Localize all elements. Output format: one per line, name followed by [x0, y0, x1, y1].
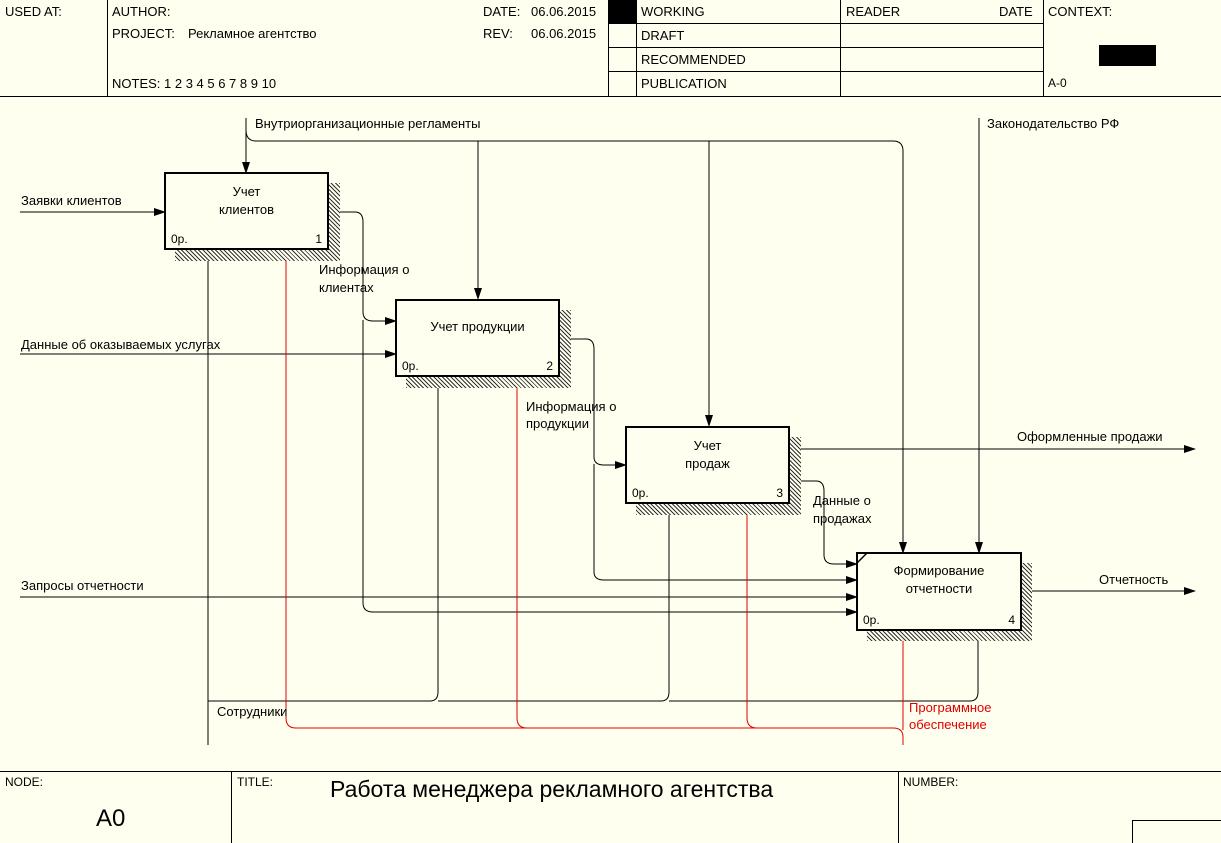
box-number: 4 [1008, 613, 1015, 627]
context-node: A-0 [1048, 76, 1067, 90]
date-label: DATE: [483, 4, 521, 19]
author-label: AUTHOR: [112, 4, 171, 19]
working-marker [609, 0, 636, 23]
arrow-label-otchetnost[interactable]: Отчетность [1099, 572, 1169, 587]
node-label: NODE: [5, 775, 44, 789]
rev-value: 06.06.2015 [531, 26, 597, 41]
status-publication: PUBLICATION [641, 76, 727, 91]
number-label: NUMBER: [903, 775, 959, 789]
arrow-label-info-produkcii[interactable]: продукции [526, 416, 589, 431]
box-title-line: Формирование [893, 563, 985, 578]
box-number: 1 [315, 232, 322, 246]
box-title-line: отчетности [905, 581, 973, 596]
arrow-label-info-produkcii[interactable]: Информация о [526, 399, 617, 414]
status-recommended: RECOMMENDED [641, 52, 746, 67]
project-label: PROJECT: [112, 26, 175, 41]
red-arrows [282, 249, 907, 745]
arrow-label-reglamenty[interactable]: Внутриорганизационные регламенты [255, 116, 481, 131]
rev-label: REV: [483, 26, 513, 41]
box-cost: 0р. [402, 359, 419, 373]
arrow-label-oformlennye[interactable]: Оформленные продажи [1017, 429, 1163, 444]
node-value: A0 [96, 805, 126, 832]
activity-box-1[interactable]: Учет клиентов 0р. 1 [164, 172, 329, 250]
context-label: CONTEXT: [1048, 4, 1113, 19]
reader-label: READER [846, 4, 901, 19]
arrow-label-info-klienty[interactable]: Информация о [319, 262, 410, 277]
box-title-line: клиентов [218, 202, 275, 217]
arrow-label-sotrudniki[interactable]: Сотрудники [217, 704, 288, 719]
arrow-label-po[interactable]: обеспечение [909, 717, 987, 732]
box-cost: 0р. [632, 486, 649, 500]
black-arrows [20, 118, 1196, 745]
activity-box-2[interactable]: Учет продукции 0р. 2 [395, 299, 560, 377]
box-cost: 0р. [171, 232, 188, 246]
used-at-label: USED AT: [5, 4, 62, 19]
arrow-label-zakon[interactable]: Законодательство РФ [987, 116, 1120, 131]
project-value: Рекламное агентство [188, 26, 317, 41]
title-label: TITLE: [237, 775, 274, 789]
reader-date-label: DATE [999, 4, 1033, 19]
arrow-label-dannye-uslugi[interactable]: Данные об оказываемых услугах [21, 337, 221, 352]
arrow-label-dannye-prodazhi[interactable]: Данные о [813, 493, 871, 508]
arrow-label-info-klienty[interactable]: клиентах [319, 280, 374, 295]
arrow-label-po[interactable]: Программное [909, 700, 992, 715]
arrow-label-dannye-prodazhi[interactable]: продажах [813, 511, 872, 526]
arrow-label-zaprosy[interactable]: Запросы отчетности [21, 578, 144, 593]
activity-box-3[interactable]: Учет продаж 0р. 3 [625, 426, 790, 504]
diagram-title: Работа менеджера рекламного агентства [330, 776, 774, 802]
status-working: WORKING [641, 4, 705, 19]
box-title-line: продаж [685, 456, 730, 471]
status-draft: DRAFT [641, 28, 685, 43]
box-cost: 0р. [863, 613, 880, 627]
date-value: 06.06.2015 [531, 4, 597, 19]
box-number: 2 [546, 359, 553, 373]
box-number: 3 [776, 486, 783, 500]
activity-box-4[interactable]: Формирование отчетности 0р. 4 [856, 552, 1022, 631]
notes: NOTES: 1 2 3 4 5 6 7 8 9 10 [112, 76, 277, 91]
box-title-line: Учет [693, 438, 722, 453]
box-title-line: Учет [232, 184, 261, 199]
box-title-line: Учет продукции [430, 319, 525, 334]
arrow-label-zayavki[interactable]: Заявки клиентов [21, 193, 122, 208]
context-marker [1099, 45, 1156, 66]
corner-tick [856, 552, 869, 565]
